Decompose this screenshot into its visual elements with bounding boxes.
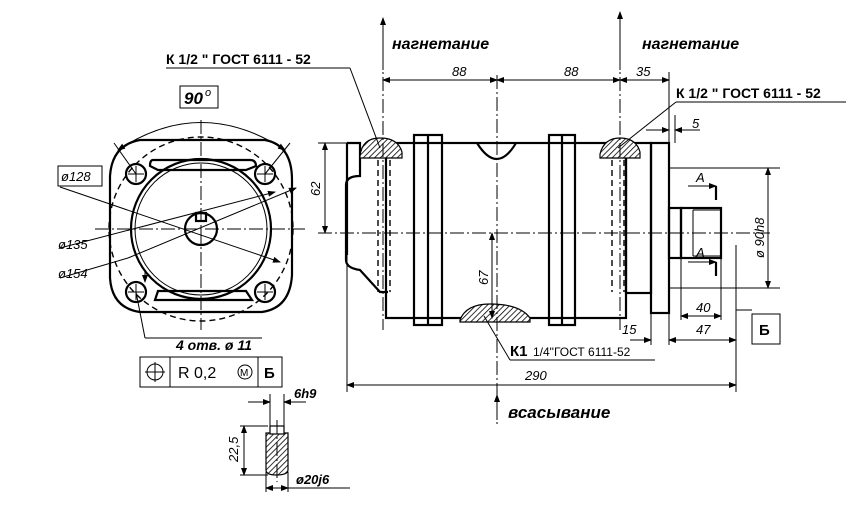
label-d128: ø128	[61, 169, 91, 184]
tolerance-modifier: M	[240, 368, 248, 379]
label-len-15: 15	[622, 322, 637, 337]
angle-box	[179, 85, 219, 109]
label-discharge-left: нагнетание	[392, 36, 489, 53]
shaft-section	[240, 394, 350, 492]
label-len-88-left: 88	[452, 64, 467, 79]
label-len-62: 62	[308, 181, 323, 196]
label-len-5: 5	[692, 116, 700, 131]
tolerance-value: R 0,2	[178, 365, 216, 382]
d128-box	[57, 165, 103, 187]
front-top-slot	[148, 158, 258, 172]
tolerance-frame: R 0,2 M Б	[139, 356, 283, 388]
leader-d135	[59, 190, 276, 249]
side-body-left	[344, 141, 388, 294]
label-port-bottom-rest: 1/4"ГОСТ 6111-52	[533, 345, 631, 359]
front-bottom-slot	[153, 289, 255, 302]
label-port-top-right: К 1/2 " ГОСТ 6111 - 52	[676, 85, 821, 101]
angle-value: 90	[184, 89, 203, 108]
leader-d128	[59, 186, 281, 263]
label-suction: всасывание	[508, 403, 610, 422]
side-rear-flange	[649, 141, 671, 315]
angle-degree: o	[205, 87, 211, 99]
side-cylinder	[384, 141, 628, 320]
label-datum-b: Б	[759, 322, 770, 339]
label-shaft-d20: ø20j6	[296, 472, 330, 487]
label-holes: 4 отв. ø 11	[175, 337, 252, 353]
label-discharge-right: нагнетание	[642, 36, 739, 53]
label-key-22-5: 22,5	[226, 436, 241, 463]
label-len-88-right: 88	[564, 64, 579, 79]
label-d135: ø135	[58, 237, 88, 252]
side-rear-block	[624, 141, 653, 295]
label-port-top-left: К 1/2 " ГОСТ 6111 - 52	[166, 51, 311, 67]
angle-arc	[117, 122, 286, 151]
label-len-67: 67	[476, 270, 491, 285]
label-key-6h9: 6h9	[294, 386, 317, 401]
front-flange-outline	[108, 138, 294, 314]
label-d154: ø154	[58, 266, 88, 281]
port-boss-bottom	[459, 303, 531, 323]
front-view	[59, 120, 305, 339]
label-port-bottom-k: К1	[510, 343, 528, 360]
label-section-a-bottom: А	[695, 245, 705, 260]
label-len-40: 40	[696, 300, 711, 315]
leader-d154	[59, 257, 129, 279]
side-view	[318, 55, 770, 425]
label-section-a-top: А	[695, 170, 705, 185]
label-len-290: 290	[524, 368, 547, 383]
label-len-47: 47	[696, 322, 711, 337]
label-d90: ø 90h8	[752, 217, 767, 258]
tolerance-datum: Б	[264, 365, 275, 382]
port-boss-top-left	[359, 137, 403, 159]
datum-b-box	[751, 313, 781, 345]
label-len-35: 35	[636, 64, 651, 79]
modifier-circle-icon	[237, 364, 253, 380]
